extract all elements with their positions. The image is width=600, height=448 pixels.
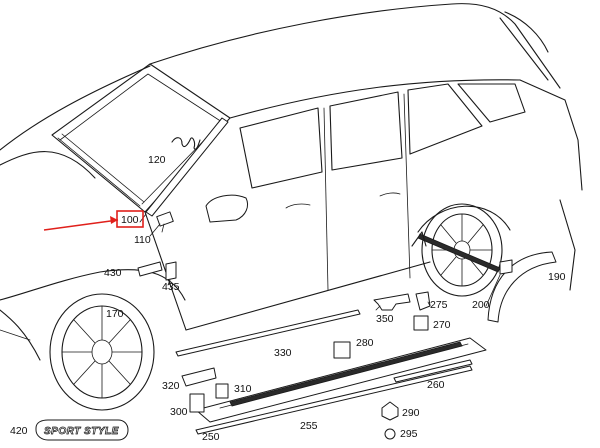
leader-lines <box>139 213 501 311</box>
label-100: 100 <box>121 214 139 226</box>
label-300: 300 <box>170 406 188 418</box>
part-255-strip <box>195 365 473 435</box>
part-270-clip <box>413 315 429 331</box>
part-120-emblem <box>171 137 201 150</box>
part-275-bracket <box>415 291 431 311</box>
label-190: 190 <box>548 271 566 283</box>
part-290-screw <box>381 401 399 421</box>
part-300-clip <box>189 393 205 413</box>
a-pillar-trim <box>145 117 229 217</box>
part-295-rivet <box>384 428 396 440</box>
label-280: 280 <box>356 337 374 349</box>
label-310: 310 <box>234 383 252 395</box>
part-310-clip <box>215 383 229 399</box>
part-435-clip <box>165 261 177 281</box>
part-330-strip <box>175 309 361 357</box>
label-270: 270 <box>433 319 451 331</box>
part-320-bracket <box>181 367 217 387</box>
label-110: 110 <box>134 234 151 246</box>
label-120: 120 <box>148 154 166 166</box>
part-labels: 100 110 120 170 190 200 250 255 260 270 … <box>10 154 566 443</box>
part-260-strip <box>393 359 473 383</box>
part-420-badge: SPORT STYLE <box>35 419 129 441</box>
part-350-bracket <box>373 293 411 311</box>
label-170: 170 <box>106 308 124 320</box>
car-body <box>0 3 583 361</box>
part-110-clip <box>156 211 174 227</box>
rear-wheel <box>421 203 503 297</box>
wiper-blade <box>57 133 145 207</box>
label-295: 295 <box>400 428 418 440</box>
part-190-arch-trim <box>487 251 557 323</box>
part-430-side-badge <box>137 261 163 277</box>
label-250: 250 <box>202 431 220 443</box>
badge-text: SPORT STYLE <box>44 426 119 437</box>
label-275: 275 <box>430 299 448 311</box>
highlight-arrow <box>43 219 119 231</box>
part-200-retainer <box>499 259 513 275</box>
label-320: 320 <box>162 380 180 392</box>
highlight-box <box>116 210 144 228</box>
label-260: 260 <box>427 379 445 391</box>
part-280-clip <box>333 341 351 359</box>
rear-sill-strip <box>417 233 501 273</box>
label-330: 330 <box>274 347 292 359</box>
front-wheel <box>49 293 155 411</box>
label-290: 290 <box>402 407 420 419</box>
label-420: 420 <box>10 425 28 437</box>
label-350: 350 <box>376 313 394 325</box>
label-255: 255 <box>300 420 318 432</box>
label-435: 435 <box>162 281 180 293</box>
label-430: 430 <box>104 267 122 279</box>
label-200: 200 <box>472 299 490 311</box>
